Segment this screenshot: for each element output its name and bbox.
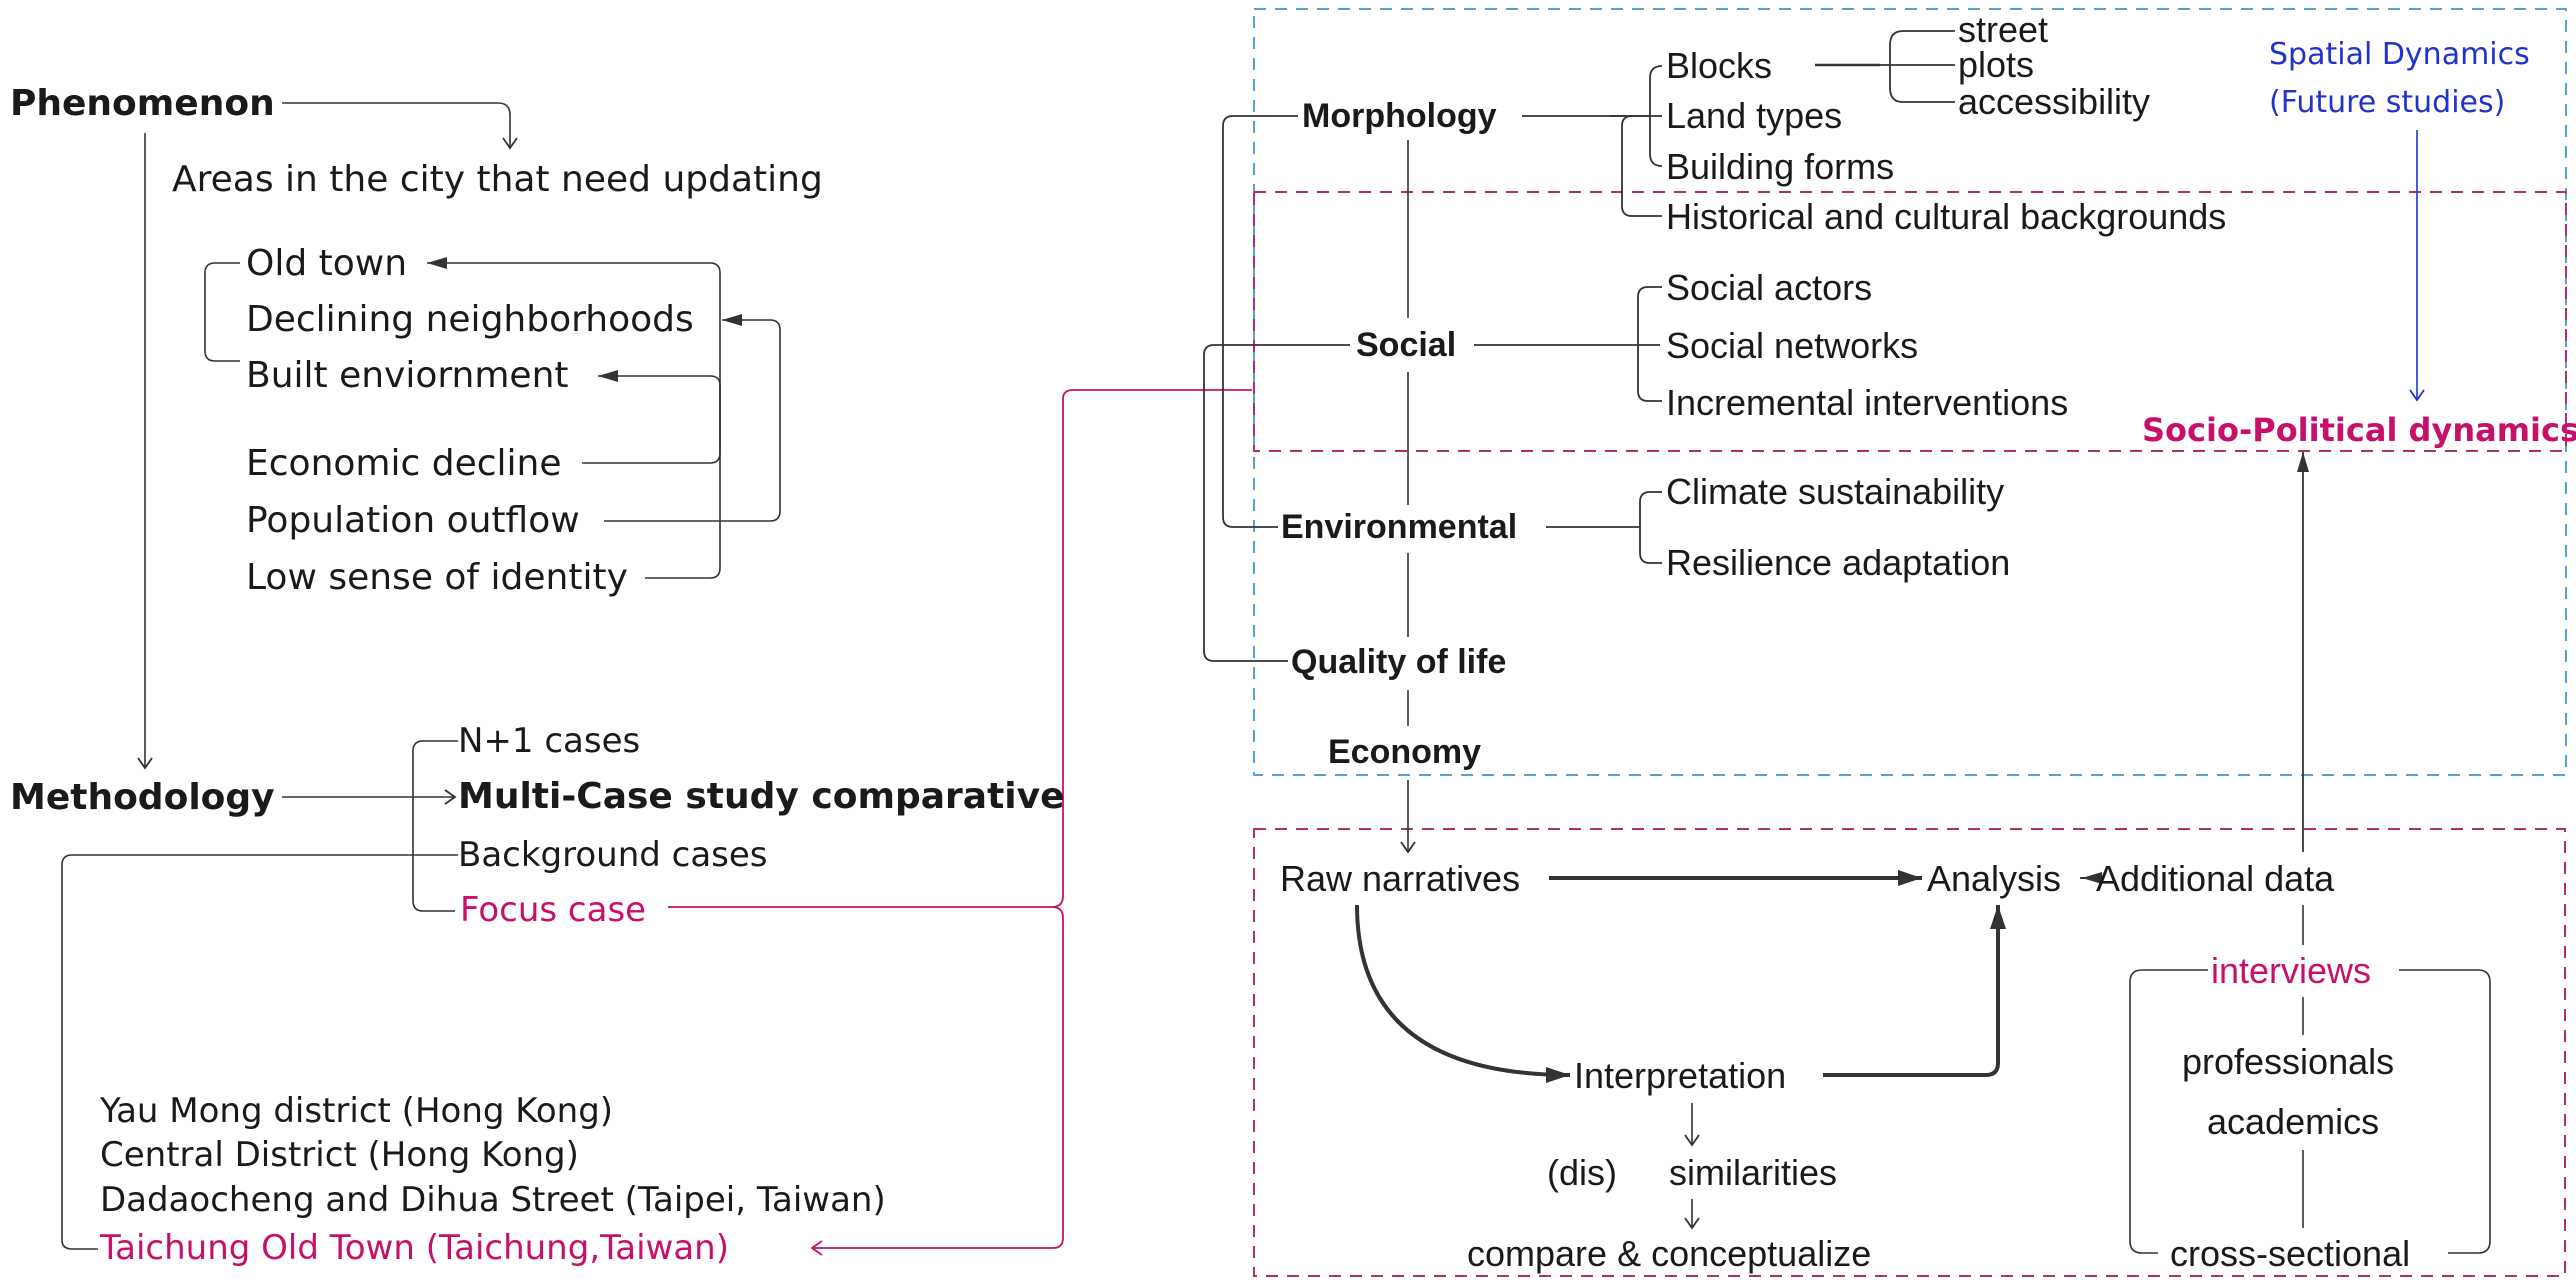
future-studies-label: (Future studies) [2269, 85, 2506, 120]
dimension-morphology: Morphology [1302, 97, 1497, 135]
morphology-historical-cultural: Historical and cultural backgrounds [1666, 196, 2227, 237]
process-academics: academics [2207, 1101, 2380, 1142]
social-networks: Social networks [1666, 325, 1919, 366]
morphology-land-types: Land types [1666, 95, 1843, 136]
process-dis: (dis) [1547, 1152, 1617, 1193]
case-dadaocheng: Dadaocheng and Dihua Street (Taipei, Tai… [100, 1180, 886, 1220]
environmental-climate: Climate sustainability [1666, 471, 2005, 512]
morphology-blocks: Blocks [1666, 45, 1773, 86]
dimension-social: Social [1356, 326, 1457, 364]
socio-political-dynamics: Socio-Political dynamics [2142, 411, 2576, 449]
dimension-economy: Economy [1328, 733, 1482, 771]
population-to-declining-arrow [604, 314, 781, 522]
social-incremental-interventions: Incremental interventions [1666, 382, 2069, 423]
cause-population-outflow: Population outflow [246, 500, 580, 541]
area-declining-neighborhoods: Declining neighborhoods [246, 299, 694, 340]
process-cross-sectional: cross-sectional [2170, 1233, 2411, 1274]
social-children-bracket [1637, 286, 1662, 402]
case-taichung-old-town: Taichung Old Town (Taichung,Taiwan) [100, 1228, 729, 1268]
cause-economic-decline: Economic decline [246, 443, 562, 484]
interviews-left-bracket [2129, 969, 2208, 1254]
social-quality-link [1203, 344, 1350, 662]
process-interviews: interviews [2211, 950, 2372, 991]
process-box [1253, 828, 2566, 1277]
raw-to-interpretation-arrow [1355, 904, 1571, 1083]
morphology-environmental-link [1222, 115, 1298, 528]
phenomenon-title: Phenomenon [10, 83, 275, 124]
focus-to-dimensions-line [668, 389, 1252, 908]
areas-bracket [204, 262, 240, 362]
dimension-environmental: Environmental [1281, 508, 1518, 546]
cause-low-identity: Low sense of identity [246, 557, 628, 598]
social-actors: Social actors [1666, 267, 1873, 308]
blocks-children-bracket [1880, 30, 1955, 103]
process-compare-conceptualize: compare & conceptualize [1467, 1233, 1872, 1274]
option-focus-case: Focus case [460, 890, 647, 930]
methodology-options-bracket [412, 740, 458, 912]
phenomenon-subtitle: Areas in the city that need updating [172, 159, 823, 200]
area-old-town: Old town [246, 243, 408, 284]
morphology-building-forms: Building forms [1666, 146, 1895, 187]
option-n-plus-one: N+1 cases [458, 721, 641, 761]
option-multi-case: Multi-Case study comparative [458, 776, 1065, 817]
morphology-historical-bracket [1621, 115, 1662, 217]
option-background-cases: Background cases [458, 835, 768, 875]
process-professionals: professionals [2182, 1041, 2395, 1082]
environmental-resilience: Resilience adaptation [1666, 542, 2011, 583]
environmental-children-bracket [1639, 491, 1662, 564]
case-yau-mong: Yau Mong district (Hong Kong) [100, 1091, 614, 1131]
phenomenon-to-areas-arrow [282, 102, 518, 150]
spatial-dynamics-label: Spatial Dynamics [2269, 37, 2530, 72]
process-interpretation: Interpretation [1574, 1055, 1787, 1096]
dimensions-box [1253, 8, 2567, 776]
process-analysis: Analysis [1927, 858, 2062, 899]
case-central-district: Central District (Hong Kong) [100, 1135, 579, 1175]
blocks-accessibility: accessibility [1958, 81, 2151, 122]
methodology-title: Methodology [10, 777, 275, 818]
economic-to-oldtown-arrow [427, 257, 721, 464]
dimension-quality-of-life: Quality of life [1291, 643, 1507, 681]
area-built-environment: Built enviornment [246, 355, 569, 396]
blocks-plots: plots [1958, 44, 2035, 85]
process-similarities: similarities [1669, 1152, 1838, 1193]
focus-to-taichung-arrow [810, 906, 1064, 1256]
blocks-street: street [1958, 9, 2049, 50]
process-raw-narratives: Raw narratives [1280, 858, 1521, 899]
identity-to-builtenv-arrow [598, 370, 721, 579]
socio-political-band [1253, 191, 2567, 452]
interviews-right-bracket [2399, 969, 2491, 1254]
process-additional-data: Additional data [2096, 858, 2335, 899]
background-to-cases-line [61, 854, 458, 1250]
interpretation-to-analysis-arrow [1823, 905, 2006, 1077]
